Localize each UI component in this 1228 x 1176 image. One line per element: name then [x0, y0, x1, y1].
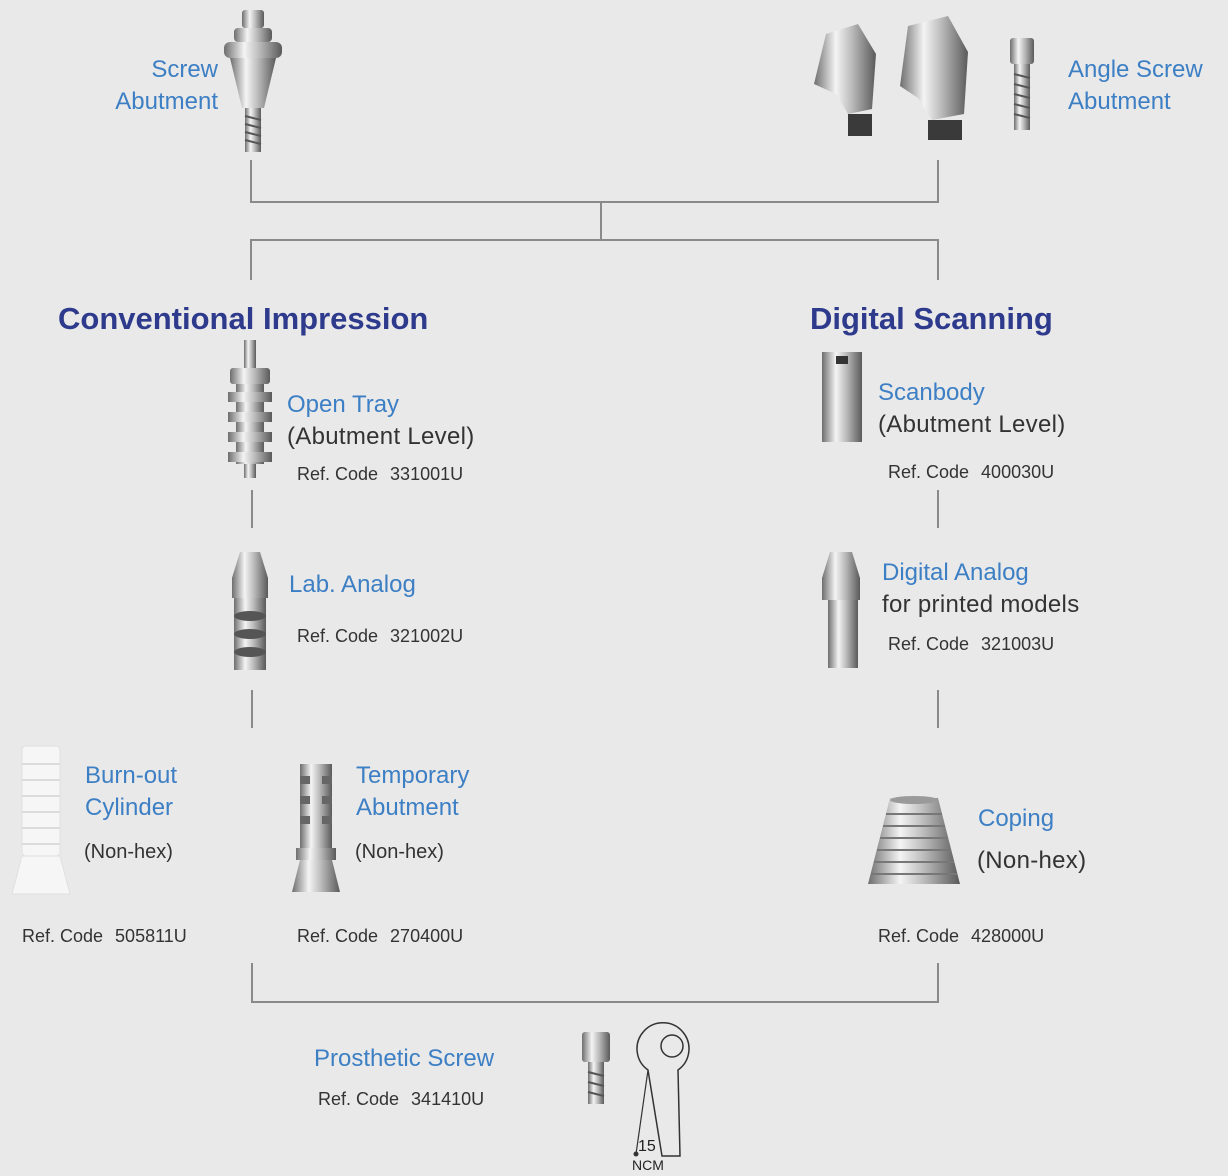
burnout-ref: Ref. Code 505811U [22, 925, 187, 947]
ref-label: Ref. Code [297, 926, 379, 946]
lab-analog-image [232, 552, 268, 670]
open-tray-image [228, 340, 272, 478]
temporary-line1: Temporary [356, 762, 470, 789]
screw-abutment-line2: Abutment [115, 88, 218, 115]
temporary-ref: Ref. Code 270400U [297, 925, 463, 947]
ref-label: Ref. Code [888, 634, 970, 654]
screw-abutment-label: Screw Abutment [40, 54, 218, 118]
ref-label: Ref. Code [22, 926, 104, 946]
coping-image [868, 796, 960, 884]
ref-label: Ref. Code [318, 1089, 400, 1109]
angle-screw-abutment-image [814, 16, 1034, 140]
open-tray-detail: (Abutment Level) [287, 423, 475, 450]
digital-analog-name: Digital Analog [882, 559, 1029, 586]
burnout-detail: (Non-hex) [84, 841, 173, 863]
ref-label: Ref. Code [297, 464, 379, 484]
conventional-impression-heading: Conventional Impression [58, 301, 429, 336]
angle-screw-abutment-label: Angle Screw Abutment [1068, 54, 1203, 118]
torque-wrench-icon [633, 1022, 690, 1157]
scanbody-detail: (Abutment Level) [878, 411, 1066, 438]
open-tray-name: Open Tray [287, 391, 400, 418]
prosthetic-screw-name: Prosthetic Screw [314, 1045, 495, 1072]
prosthetic-screw-image [582, 1032, 610, 1104]
lab-analog-name: Lab. Analog [289, 571, 416, 598]
ref-code: 341410U [411, 1089, 485, 1109]
coping-ref: Ref. Code 428000U [878, 925, 1044, 947]
digital-analog-detail: for printed models [882, 591, 1080, 618]
burnout-line2: Cylinder [85, 794, 174, 821]
burnout-line1: Burn-out [85, 762, 178, 789]
ref-code: 270400U [390, 926, 464, 946]
temporary-detail: (Non-hex) [355, 841, 444, 863]
scanbody-image [822, 352, 862, 442]
temporary-abutment-image [292, 764, 340, 892]
torque-value: 15 [638, 1138, 656, 1155]
open-tray-ref: Ref. Code 331001U [297, 463, 463, 485]
temporary-abutment-label: Temporary Abutment [356, 760, 469, 824]
temporary-line2: Abutment [356, 794, 459, 821]
ref-code: 321003U [981, 634, 1055, 654]
torque-unit: NCM [632, 1157, 664, 1173]
screw-abutment-line1: Screw [151, 56, 218, 83]
scanbody-name: Scanbody [878, 379, 985, 406]
scanbody-ref: Ref. Code 400030U [888, 461, 1054, 483]
ref-code: 428000U [971, 926, 1045, 946]
prosthetic-screw-ref: Ref. Code 341410U [318, 1088, 484, 1110]
digital-scanning-heading: Digital Scanning [810, 301, 1053, 336]
ref-label: Ref. Code [878, 926, 960, 946]
ref-code: 505811U [115, 926, 187, 946]
ref-label: Ref. Code [297, 626, 379, 646]
coping-name: Coping [978, 805, 1055, 832]
burnout-cylinder-image [11, 745, 71, 895]
angle-screw-abutment-line1: Angle Screw [1068, 56, 1203, 83]
digital-analog-ref: Ref. Code 321003U [888, 633, 1054, 655]
coping-detail: (Non-hex) [977, 847, 1087, 874]
burnout-cylinder-label: Burn-out Cylinder [85, 760, 177, 824]
ref-label: Ref. Code [888, 462, 970, 482]
ref-code: 331001U [390, 464, 464, 484]
digital-analog-image [822, 552, 860, 668]
ref-code: 400030U [981, 462, 1055, 482]
ref-code: 321002U [390, 626, 464, 646]
angle-screw-abutment-line2: Abutment [1068, 88, 1171, 115]
screw-abutment-image [224, 10, 282, 152]
lab-analog-ref: Ref. Code 321002U [297, 625, 463, 647]
